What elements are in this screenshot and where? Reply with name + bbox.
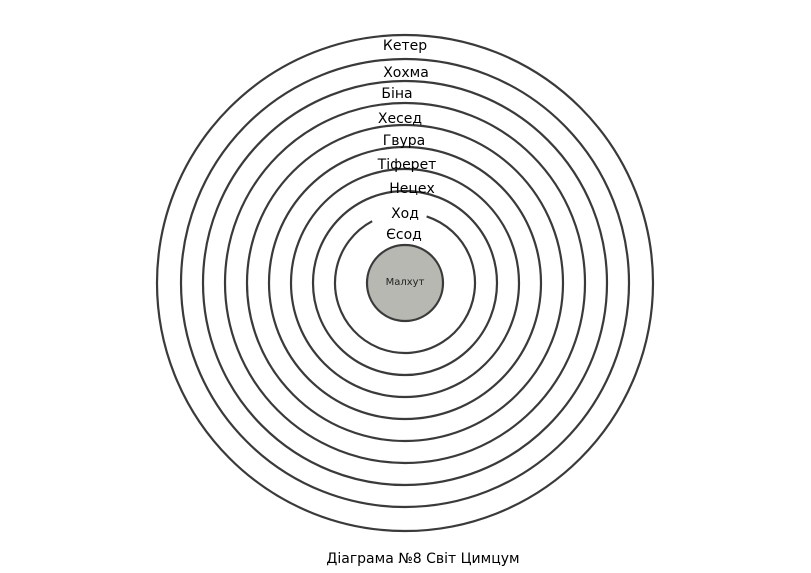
ring-5 [245,123,565,443]
ring-9-open [333,215,477,355]
ring-3 [201,79,609,487]
ring-1 [155,33,655,533]
ring-6 [267,145,543,421]
diagram-caption: Діаграма №8 Світ Цимцум [326,551,520,567]
malkhut-label: Малхут [386,277,425,288]
ring-2 [179,57,631,509]
labels-group: КетерХохмаБінаХеседГвураТіферетНецехХодЄ… [377,38,437,243]
ring-label-2: Хохма [383,65,429,81]
ring-8 [311,189,499,377]
rings-group [155,33,655,533]
ring-label-6: Тіферет [377,157,437,173]
malkhut-core [365,243,445,323]
ring-7 [289,167,521,399]
ring-label-7: Нецех [389,181,435,197]
ring-label-3: Біна [381,86,412,102]
ring-label-5: Гвура [383,133,426,149]
ring-4 [223,101,587,465]
ring-label-4: Хесед [378,111,422,127]
ring-label-1: Кетер [383,38,427,54]
ring-label-8: Ход [391,206,419,222]
ring-label-9: Єсод [386,227,422,243]
